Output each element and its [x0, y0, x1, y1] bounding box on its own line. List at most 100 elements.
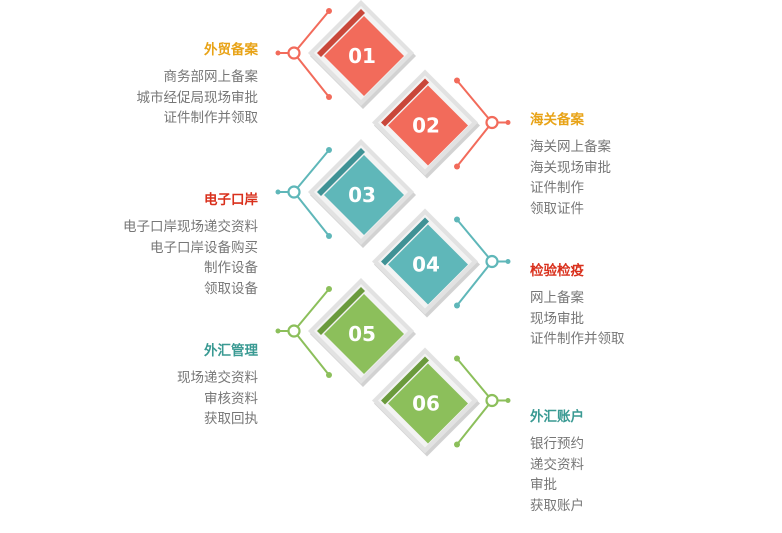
step-number: 05 — [348, 322, 376, 346]
dot-stub — [275, 328, 281, 334]
node-ring — [485, 254, 499, 269]
step-item: 领取证件 — [530, 200, 584, 217]
dot-stub — [275, 189, 281, 195]
dot-lower — [454, 441, 460, 448]
step-item: 商务部网上备案 — [163, 69, 259, 85]
fold-edge — [381, 356, 429, 405]
branch-lower — [456, 121, 493, 168]
dot-stub — [505, 120, 511, 125]
step-title: 海关备案 — [530, 112, 584, 128]
step-number: 01 — [348, 44, 376, 68]
step-05-text: 外汇管理现场递交资料审核资料获取回执 — [177, 341, 258, 430]
step-number: 04 — [412, 253, 440, 277]
step-06-connector — [454, 355, 511, 448]
dot-lower — [326, 372, 332, 378]
step-02-text: 海关备案海关网上备案海关现场审批证件制作领取证件 — [530, 110, 611, 219]
step-title: 外汇账户 — [530, 409, 584, 425]
branch-lower — [456, 399, 493, 446]
node-ring — [287, 324, 301, 338]
step-item: 电子口岸现场递交资料 — [123, 219, 258, 235]
step-04-text: 检验检疫网上备案现场审批证件制作并领取 — [530, 261, 625, 350]
step-item: 银行预约 — [530, 436, 584, 452]
color-diamond — [324, 294, 404, 374]
branch-upper — [293, 149, 330, 193]
step-title: 外贸备案 — [204, 42, 258, 58]
step-02-diamond: 02 — [372, 69, 480, 179]
dot-lower — [326, 94, 332, 100]
step-03-connector — [275, 147, 332, 239]
step-01-text: 外贸备案商务部网上备案城市经促局现场审批证件制作并领取 — [137, 40, 259, 129]
dot-upper — [326, 8, 332, 14]
node-ring — [287, 46, 301, 60]
fold-edge — [317, 9, 365, 57]
step-item: 递交资料 — [530, 456, 584, 473]
color-diamond — [324, 16, 404, 96]
dot-lower — [326, 233, 332, 239]
step-number: 06 — [412, 392, 440, 416]
fold-edge — [381, 217, 429, 266]
step-05-connector — [275, 286, 332, 378]
step-item: 现场递交资料 — [177, 370, 258, 386]
dot-stub — [275, 50, 281, 56]
step-06-text: 外汇账户银行预约递交资料审批获取账户 — [530, 407, 584, 516]
branch-upper — [456, 218, 493, 263]
fold-edge — [381, 78, 429, 127]
step-item: 城市经促局现场审批 — [136, 89, 259, 106]
node-ring — [485, 393, 499, 408]
step-06-diamond: 06 — [372, 347, 480, 457]
branch-lower — [293, 191, 330, 237]
step-item: 电子口岸设备购买 — [150, 239, 258, 256]
step-item: 领取设备 — [204, 280, 258, 297]
branch-upper — [293, 288, 330, 332]
dot-upper — [454, 355, 460, 362]
step-03-text: 电子口岸电子口岸现场递交资料电子口岸设备购买制作设备领取设备 — [123, 190, 258, 299]
step-04-connector — [454, 216, 511, 309]
color-diamond — [388, 224, 468, 305]
branch-upper — [456, 357, 493, 402]
branch-lower — [456, 260, 493, 307]
branch-upper — [456, 79, 493, 124]
dot-upper — [326, 147, 332, 153]
fold-edge — [317, 287, 365, 335]
step-item: 海关网上备案 — [530, 139, 611, 155]
step-item: 审核资料 — [204, 390, 258, 407]
step-03-diamond: 03 — [308, 139, 416, 248]
color-diamond — [324, 155, 404, 235]
step-item: 制作设备 — [204, 260, 258, 276]
node-ring — [485, 115, 499, 130]
dot-stub — [505, 398, 511, 403]
dot-upper — [454, 216, 460, 223]
step-01-diamond: 01 — [308, 0, 416, 109]
dot-lower — [454, 302, 460, 309]
fold-edge — [317, 148, 365, 196]
step-title: 外汇管理 — [204, 343, 258, 359]
color-diamond — [388, 85, 468, 166]
step-item: 审批 — [530, 477, 557, 493]
step-item: 获取回执 — [204, 411, 258, 427]
step-item: 海关现场审批 — [530, 159, 611, 176]
step-05-diamond: 05 — [308, 278, 416, 387]
step-title: 检验检疫 — [530, 263, 584, 279]
dot-stub — [505, 259, 511, 264]
step-item: 证件制作并领取 — [163, 110, 259, 126]
step-01-connector — [275, 8, 332, 100]
step-04-diamond: 04 — [372, 208, 480, 318]
node-ring — [287, 185, 301, 199]
step-02-connector — [454, 77, 511, 170]
step-item: 证件制作 — [530, 180, 584, 196]
step-number: 02 — [412, 114, 440, 138]
step-item: 获取账户 — [530, 497, 584, 514]
color-diamond — [388, 363, 468, 444]
branch-upper — [293, 10, 330, 54]
step-title: 电子口岸 — [204, 192, 258, 208]
step-item: 证件制作并领取 — [530, 331, 625, 347]
step-item: 现场审批 — [530, 310, 584, 327]
dot-upper — [326, 286, 332, 292]
branch-lower — [293, 52, 330, 98]
step-item: 网上备案 — [530, 290, 584, 306]
step-number: 03 — [348, 183, 376, 207]
branch-lower — [293, 330, 330, 376]
dot-lower — [454, 163, 460, 170]
dot-upper — [454, 77, 460, 84]
